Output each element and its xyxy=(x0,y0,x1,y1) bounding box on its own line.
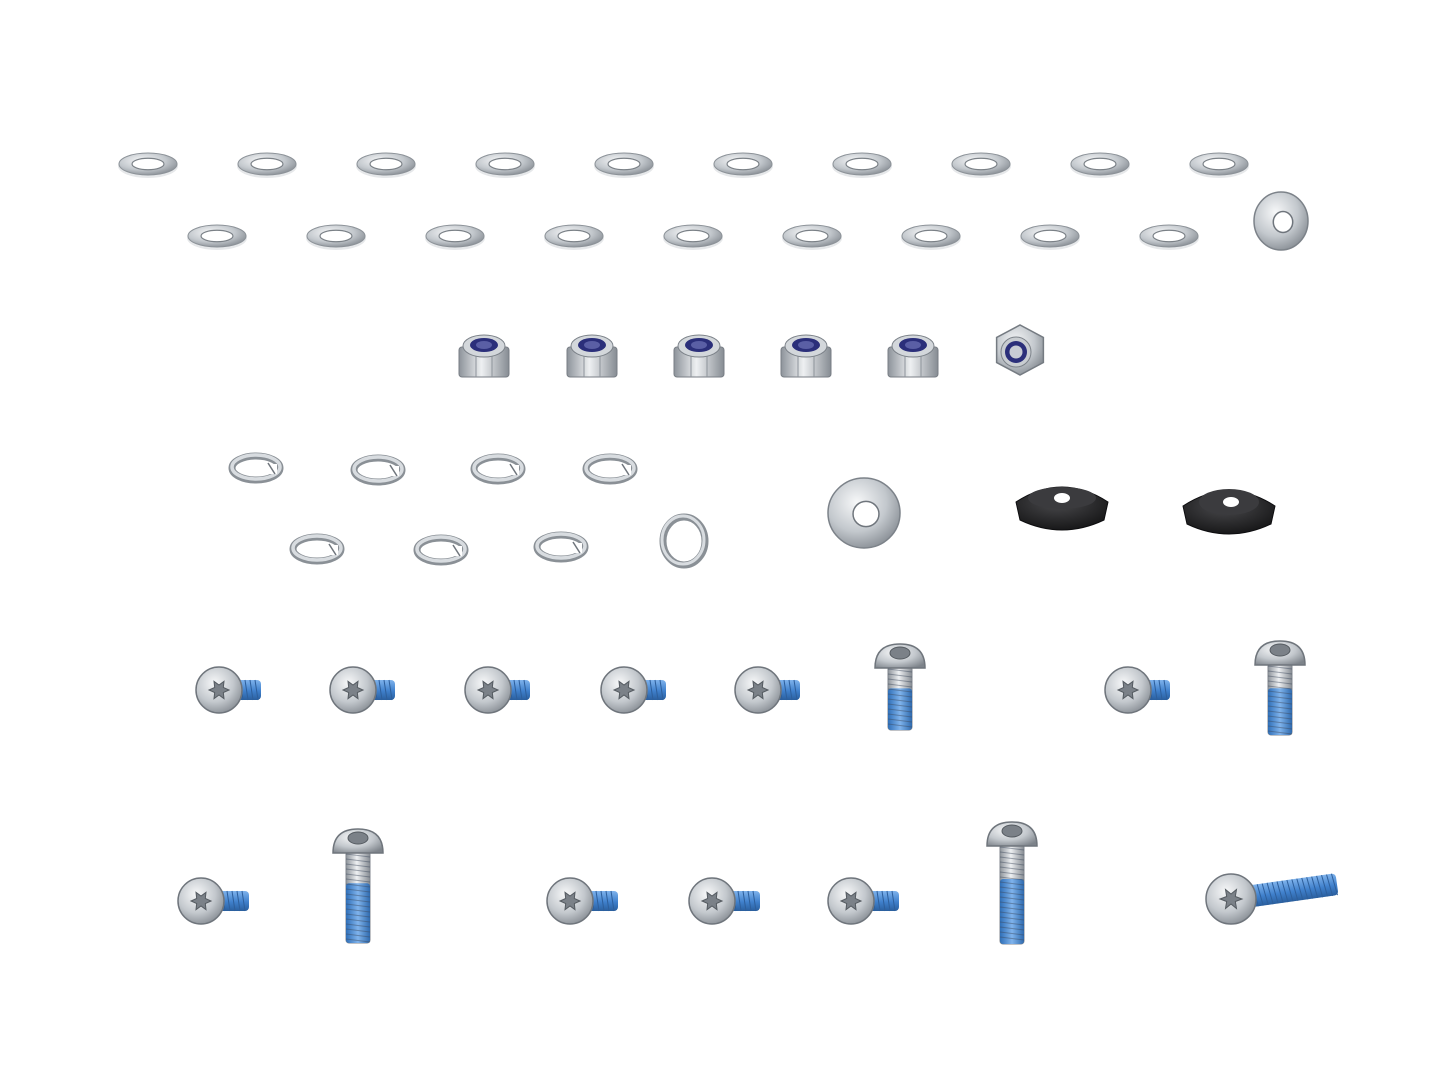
flat-washer xyxy=(1139,224,1199,250)
flat-washer xyxy=(118,152,178,178)
torx-button-screw xyxy=(464,666,530,714)
torx-button-screw xyxy=(734,666,800,714)
flat-washer xyxy=(475,152,535,178)
torx-button-screw xyxy=(688,877,760,925)
torx-button-screw xyxy=(195,666,261,714)
flat-washer xyxy=(594,152,654,178)
split-lock-washer xyxy=(582,453,638,485)
torx-button-screw-upright xyxy=(874,643,926,731)
torx-button-screw xyxy=(1104,666,1170,714)
flat-washer xyxy=(1070,152,1130,178)
flat-washer xyxy=(663,224,723,250)
torx-button-screw-upright xyxy=(1254,640,1306,736)
flat-washer xyxy=(425,224,485,250)
nylon-lock-nut xyxy=(458,334,510,378)
torx-button-screw-long-upright xyxy=(332,828,384,944)
torx-button-screw xyxy=(177,877,249,925)
torx-button-screw xyxy=(329,666,395,714)
split-lock-washer-upright xyxy=(659,513,709,569)
flat-washer xyxy=(544,224,604,250)
flat-washer xyxy=(1189,152,1249,178)
flat-washer xyxy=(306,224,366,250)
flat-washer xyxy=(1020,224,1080,250)
torx-button-screw-long xyxy=(1205,873,1338,925)
flat-washer xyxy=(237,152,297,178)
torx-button-screw xyxy=(600,666,666,714)
flat-washer xyxy=(832,152,892,178)
torx-button-screw xyxy=(546,877,618,925)
flat-washer xyxy=(187,224,247,250)
rubber-cone-washer xyxy=(1182,489,1276,535)
split-lock-washer xyxy=(289,533,345,565)
flat-washer xyxy=(782,224,842,250)
split-lock-washer xyxy=(533,531,589,563)
flat-washer xyxy=(951,152,1011,178)
split-lock-washer xyxy=(413,534,469,566)
nylon-lock-nut xyxy=(673,334,725,378)
rubber-cone-washer xyxy=(1015,486,1109,531)
fender-washer xyxy=(827,477,901,549)
torx-button-screw-long-upright xyxy=(986,821,1038,945)
nylon-lock-nut xyxy=(780,334,832,378)
flat-washer xyxy=(356,152,416,178)
nylon-lock-nut xyxy=(887,334,939,378)
split-lock-washer xyxy=(470,453,526,485)
flat-washer xyxy=(713,152,773,178)
torx-button-screw xyxy=(827,877,899,925)
nylon-lock-nut xyxy=(566,334,618,378)
large-flat-washer xyxy=(1253,191,1309,251)
flat-washer xyxy=(901,224,961,250)
split-lock-washer xyxy=(228,452,284,484)
split-lock-washer xyxy=(350,454,406,486)
nylon-lock-nut xyxy=(995,324,1045,376)
